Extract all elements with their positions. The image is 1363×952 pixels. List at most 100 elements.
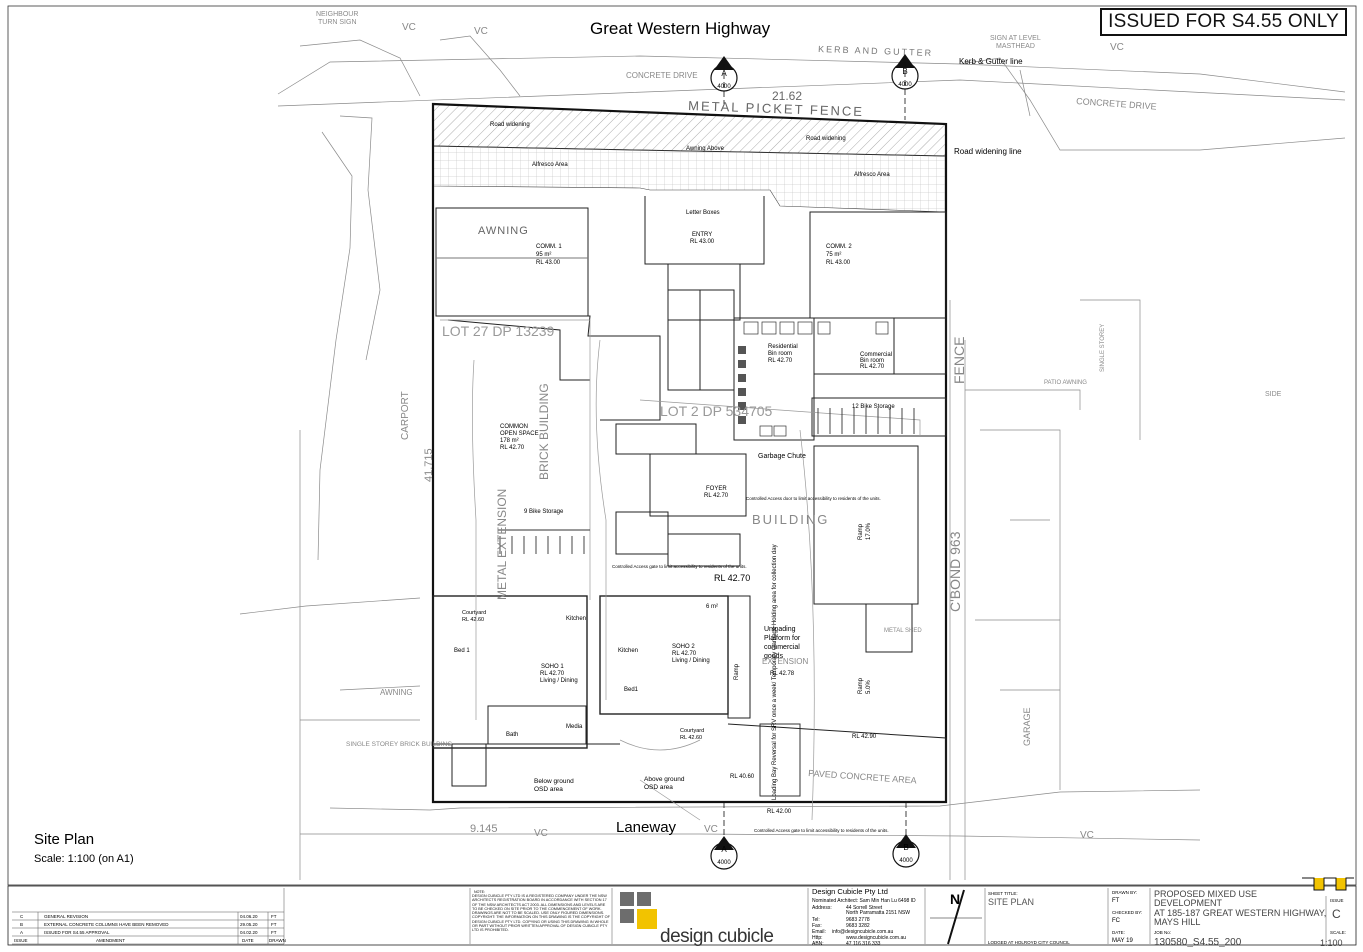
vc-label-3: VC — [534, 828, 548, 839]
alfresco-left-label: Alfresco Area — [532, 162, 568, 168]
address-line-1: 44 Sorrell Street — [846, 905, 883, 911]
vc-label-4: VC — [704, 824, 718, 835]
unloading-label: Unloading Platform for commercial goods — [764, 626, 801, 660]
metal-extension-label: METAL EXTENSION — [495, 489, 509, 600]
svg-text:COMMON: COMMON — [500, 424, 528, 430]
bike-racks — [498, 408, 915, 554]
rl-4290-label: RL 42.90 — [852, 734, 877, 740]
road-widening-label-2: Road widening — [806, 136, 846, 142]
checked-by-value: FC — [1112, 918, 1121, 924]
fence-east-label: FENCE — [951, 337, 967, 384]
svg-text:Above ground: Above ground — [644, 776, 685, 783]
job-number: 130580_S4.55_200 — [1154, 937, 1242, 947]
street-name-north: Great Western Highway — [590, 19, 771, 38]
svg-text:Living / Dining: Living / Dining — [672, 658, 710, 664]
rl-4200-label: RL 42.00 — [767, 809, 792, 815]
svg-text:95 m²: 95 m² — [536, 252, 551, 258]
scale-value: 1:100 — [1320, 938, 1343, 947]
svg-text:design cubicle: design cubicle — [660, 926, 773, 947]
lot2-label: LOT 2 DP 534705 — [660, 403, 773, 419]
courtyard1-label: Courtyard RL 42.60 — [462, 610, 486, 623]
corner-mark-icon — [1302, 877, 1354, 891]
com-bin-label: Commercial Bin room RL 42.70 — [860, 352, 892, 370]
rev-c-drawn: FT — [271, 914, 277, 919]
svg-text:Courtyard: Courtyard — [680, 728, 704, 734]
access-gate-label: Controlled Access gate to limit accessib… — [612, 564, 747, 569]
fax-label: Fax: — [812, 923, 822, 929]
res-bin-label: Residential Bin room RL 42.70 — [768, 344, 798, 364]
architect-line: Nominated Architect: Sam Min Han Lu 6498… — [812, 898, 916, 904]
below-osd-label: Below ground OSD area — [534, 778, 574, 793]
lot27-label: LOT 27 DP 13239 — [442, 323, 555, 339]
svg-text:75 m²: 75 m² — [826, 252, 841, 258]
awning-west-label: AWNING — [380, 688, 413, 697]
abn-label: ABN: — [812, 941, 824, 947]
patio-label: PATIO AWNING — [1044, 380, 1087, 386]
bins — [738, 346, 746, 424]
north-arrow-icon: N — [930, 889, 982, 945]
courtyard2-label: Courtyard RL 42.60 — [680, 728, 704, 741]
rev-b-amendment: EXTERNAL CONCRETE COLUMNS HAVE BEEN REMO… — [44, 922, 169, 927]
svg-text:ENTRY: ENTRY — [692, 232, 712, 238]
road-widening-line-label: Road widening line — [954, 147, 1022, 156]
svg-text:B: B — [903, 843, 908, 852]
svg-text:RL 42.70: RL 42.70 — [540, 671, 565, 677]
metal-fence-label: METAL PICKET FENCE — [688, 98, 864, 119]
svg-text:OPEN SPACE: OPEN SPACE — [500, 431, 539, 437]
south-dimension: 9.145 — [470, 823, 498, 835]
http-value: www.designcubicle.com.au — [846, 935, 906, 941]
company-name: Design Cubicle Pty Ltd — [812, 887, 888, 896]
access-door-label: Controlled Access door to limit accessib… — [746, 496, 881, 501]
vc-label-5: VC — [1080, 830, 1094, 841]
soho2-label: SOHO 2 RL 42.70 Living / Dining — [672, 644, 710, 664]
address-label: Address: — [812, 905, 832, 911]
project-line-3: AT 185-187 GREAT WESTERN HIGHWAY, — [1154, 908, 1326, 918]
svg-text:RL 42.60: RL 42.60 — [680, 735, 702, 741]
svg-text:commercial: commercial — [764, 644, 800, 651]
vc-label-2: VC — [474, 26, 488, 37]
paved-forecourt — [432, 145, 947, 213]
svg-text:SIGN AT LEVEL: SIGN AT LEVEL — [990, 35, 1041, 42]
sheet-title-label: SHEET TITLE: — [988, 891, 1018, 896]
svg-text:COMM. 1: COMM. 1 — [536, 244, 562, 250]
awning-label: AWNING — [478, 225, 529, 237]
west-dimension: 41.715 — [423, 448, 435, 482]
svg-text:RL 42.70: RL 42.70 — [768, 358, 793, 364]
media-label: Media — [566, 724, 583, 730]
issued-stamp: ISSUED FOR S4.55 ONLY — [1100, 8, 1347, 36]
svg-text:Living / Dining: Living / Dining — [540, 678, 578, 684]
loading-bay-label: Loading Bay Reversal for SRV once a week… — [772, 544, 778, 800]
garage-label: GARAGE — [1022, 707, 1032, 746]
svg-text:4000: 4000 — [899, 858, 913, 864]
site-boundary — [431, 102, 948, 804]
svg-text:Unloading: Unloading — [764, 626, 796, 633]
rev-a-amendment: ISSUED FOR S4.55 APPROVAL — [44, 930, 110, 935]
frontage-dimension: 21.62 — [772, 89, 802, 103]
svg-text:OSD area: OSD area — [644, 784, 673, 791]
svg-text:SOHO 2: SOHO 2 — [672, 644, 695, 650]
svg-text:RL 42.60: RL 42.60 — [462, 617, 484, 623]
street-name-south: Laneway — [616, 819, 677, 836]
svg-text:Courtyard: Courtyard — [462, 610, 486, 616]
ramp-grade-1: 17.0% — [866, 522, 872, 540]
above-osd-label: Above ground OSD area — [644, 776, 685, 791]
bed1-label: Bed 1 — [454, 648, 470, 654]
svg-text:RL 43.00: RL 43.00 — [536, 260, 561, 266]
svg-text:178 m²: 178 m² — [500, 438, 519, 444]
rl-4060-label: RL 40.60 — [730, 774, 755, 780]
council-line: LODGED AT HOLROYD CITY COUNCIL — [988, 940, 1070, 945]
rev-header-date: DATE — [242, 938, 254, 943]
kerb-gutter-line-label: Kerb & Gutter line — [959, 57, 1023, 66]
tel-value: 9683 2778 — [846, 917, 870, 923]
site-plan-scale: Scale: 1:100 (on A1) — [34, 853, 134, 865]
vc-label-6: VC — [1110, 42, 1124, 53]
drawn-by-label: DRAWN BY: — [1112, 890, 1137, 895]
svg-text:N: N — [950, 891, 960, 907]
date-value: MAY 19 — [1112, 938, 1133, 944]
issue-value: C — [1332, 907, 1341, 921]
drawn-by-value: FT — [1112, 898, 1120, 904]
survey-text: NEIGHBOUR TURN SIGN SIGN AT LEVEL MASTHE… — [316, 11, 1282, 398]
svg-text:FOYER: FOYER — [706, 486, 727, 492]
access-gate-south-label: Controlled Access gate to limit accessib… — [754, 828, 889, 833]
svg-text:Below ground: Below ground — [534, 778, 574, 785]
